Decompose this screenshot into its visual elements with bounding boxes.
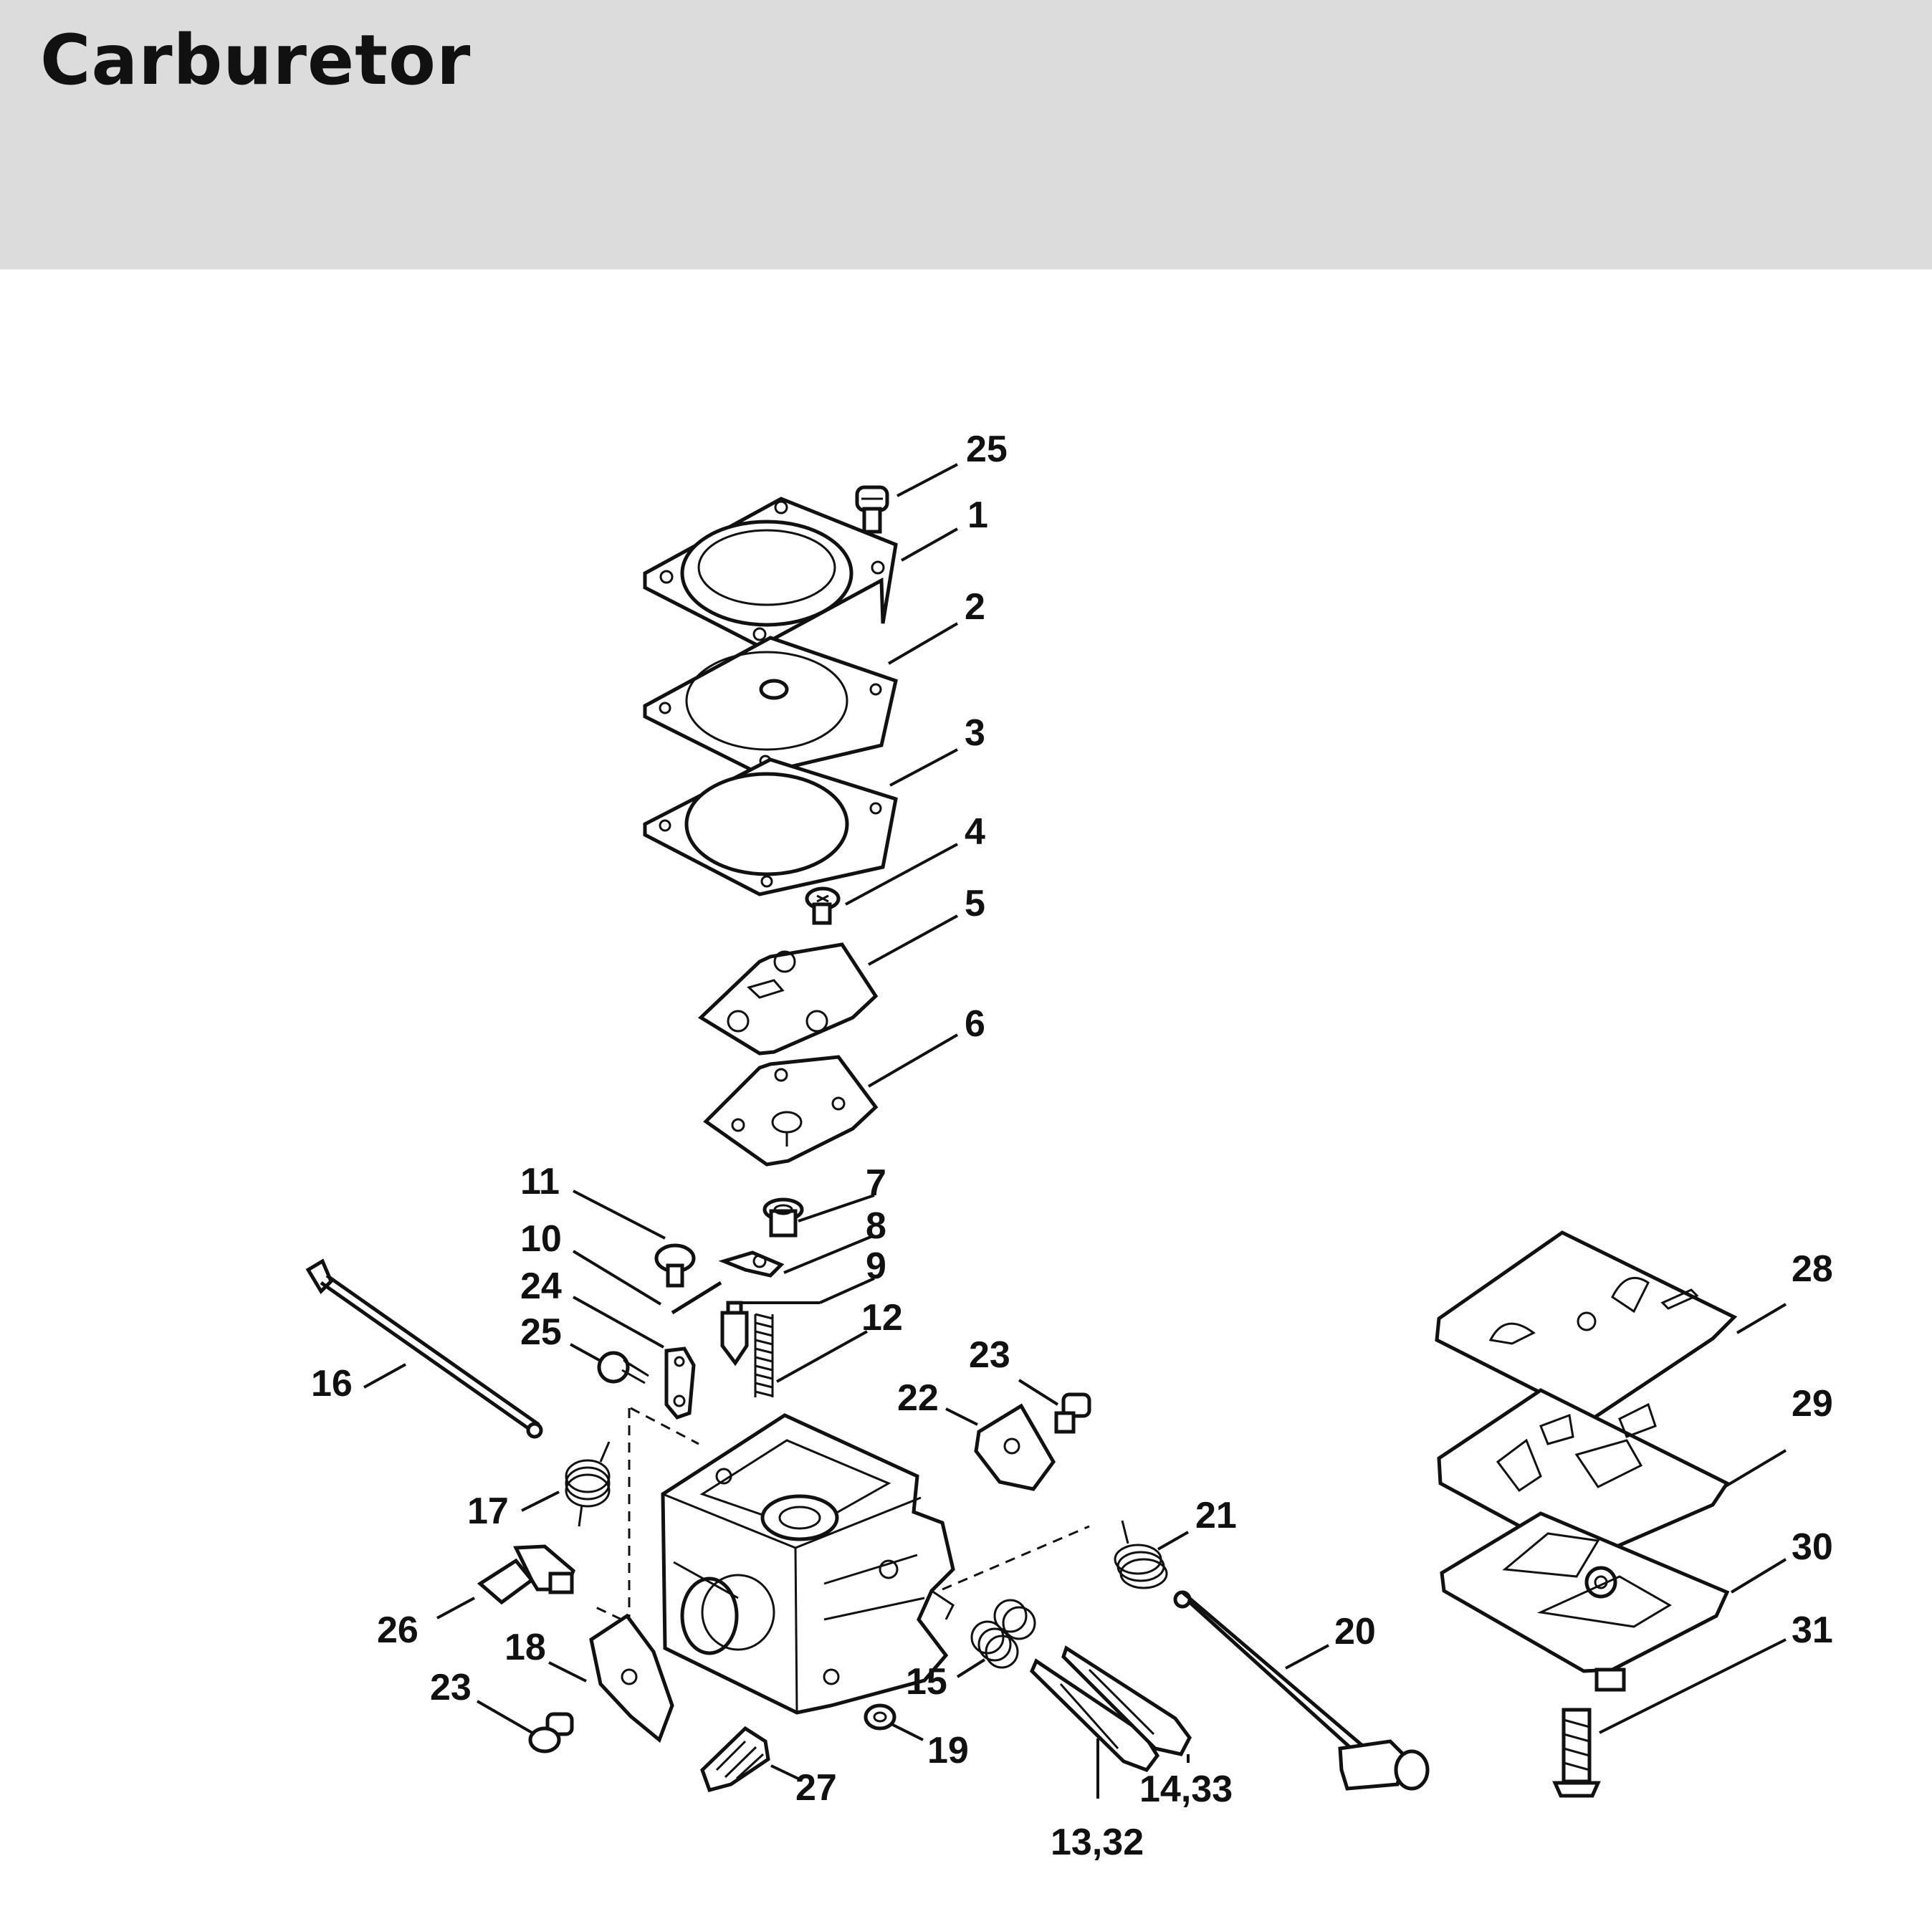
part-fuel-strainer-27 — [700, 1726, 770, 1793]
part-gasket-29 — [1437, 1388, 1730, 1563]
part-screw-4 — [805, 886, 841, 925]
callout-11: 11 — [520, 1161, 560, 1202]
part-adjusting-screw-14-33 — [1061, 1645, 1192, 1756]
part-screw-23-lower — [528, 1712, 574, 1753]
callout-27: 27 — [795, 1767, 837, 1809]
part-carburetor-body — [661, 1413, 955, 1715]
callout-15: 15 — [906, 1661, 947, 1703]
part-lever-8 — [718, 1250, 785, 1278]
callout-7: 7 — [866, 1162, 886, 1204]
part-springs-15 — [970, 1599, 1036, 1669]
part-bracket-24 — [664, 1346, 696, 1420]
part-screw-31 — [1552, 1708, 1601, 1798]
callout-9: 9 — [866, 1245, 886, 1287]
part-gasket-3 — [643, 757, 898, 896]
page-title: Carburetor — [40, 20, 472, 100]
alignment-line-left — [590, 1408, 631, 1625]
callout-13-32: 13,32 — [1051, 1822, 1144, 1863]
callout-28: 28 — [1792, 1248, 1833, 1290]
part-cap-7 — [762, 1197, 804, 1238]
part-inlet-needle-9 — [720, 1301, 749, 1367]
alignment-line-right — [942, 1525, 1090, 1591]
alignment-line-shaft — [630, 1407, 699, 1445]
callout-30: 30 — [1792, 1526, 1833, 1568]
callout-18: 18 — [504, 1627, 546, 1668]
part-screw-11 — [654, 1243, 696, 1288]
callout-31: 31 — [1792, 1609, 1833, 1651]
part-plate-5 — [697, 942, 879, 1056]
part-end-cover-30 — [1440, 1511, 1730, 1692]
callout-17: 17 — [467, 1491, 509, 1532]
callout-3: 3 — [965, 712, 985, 754]
callout-29: 29 — [1792, 1383, 1833, 1425]
callout-2: 2 — [965, 586, 985, 628]
callout-1: 1 — [967, 494, 988, 536]
part-screw-23-upper — [1054, 1392, 1091, 1434]
part-plate-6 — [703, 1055, 879, 1167]
part-gasket-28 — [1435, 1230, 1738, 1421]
callout-8: 8 — [866, 1205, 886, 1247]
callout-19: 19 — [927, 1730, 969, 1771]
part-choke-shaft-20 — [1173, 1590, 1430, 1791]
part-spring-21 — [1114, 1520, 1168, 1589]
callout-12: 12 — [861, 1297, 903, 1339]
callout-14-33: 14,33 — [1139, 1769, 1233, 1810]
callout-21: 21 — [1195, 1495, 1237, 1536]
part-throttle-shaft-16 — [305, 1258, 543, 1439]
callout-26: 26 — [377, 1609, 419, 1651]
part-spring-12 — [754, 1313, 774, 1397]
callout-23-lower: 23 — [430, 1667, 472, 1708]
callout-4: 4 — [965, 811, 985, 853]
callout-20: 20 — [1334, 1611, 1376, 1652]
callout-25-lower: 25 — [520, 1311, 562, 1353]
callout-22: 22 — [897, 1377, 939, 1419]
part-screw-25-top — [855, 485, 889, 534]
part-choke-valve-18 — [589, 1613, 674, 1743]
part-elbow-fitting-26 — [477, 1544, 575, 1605]
callout-25-top: 25 — [966, 429, 1008, 470]
part-throttle-valve-22 — [974, 1403, 1056, 1491]
callout-16: 16 — [311, 1363, 353, 1405]
part-spring-17 — [565, 1441, 611, 1527]
callout-10: 10 — [520, 1218, 562, 1260]
callout-6: 6 — [965, 1003, 985, 1045]
part-washer-19 — [864, 1703, 896, 1731]
part-screw-25-lower — [597, 1351, 649, 1384]
part-pin-10 — [671, 1281, 722, 1315]
part-diaphragm-2 — [643, 636, 898, 776]
callout-24: 24 — [520, 1266, 562, 1307]
header-bar: Carburetor — [0, 0, 1932, 269]
callout-23-upper: 23 — [969, 1334, 1010, 1376]
part-pump-cover-1 — [643, 497, 898, 649]
callout-5: 5 — [965, 883, 985, 924]
leader-lines — [363, 463, 1787, 1799]
